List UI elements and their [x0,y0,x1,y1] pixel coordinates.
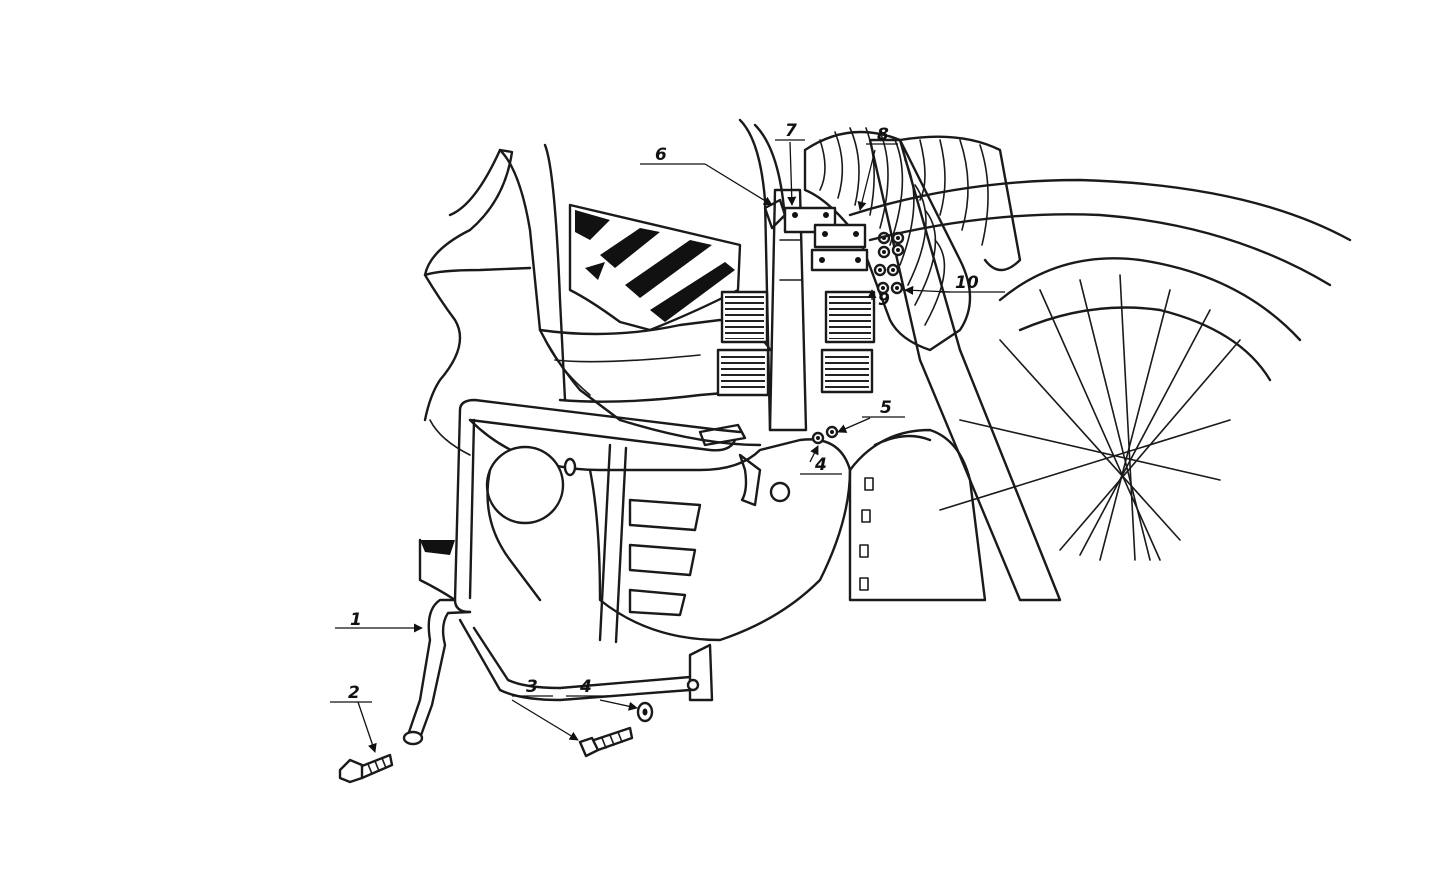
svg-text:3: 3 [526,677,538,697]
intake-hose [803,127,1022,352]
svg-text:2: 2 [348,683,360,703]
callout-1: 1 [335,610,423,633]
callout-9: 9 [867,289,890,310]
mounting-plates [763,198,869,272]
washer-4 [636,701,654,723]
callout-10: 10 [904,273,1005,295]
motorcycle-body [418,118,1352,642]
callout-4-upper: 4 [800,445,842,475]
svg-text:1: 1 [350,610,362,630]
svg-text:5: 5 [880,398,892,418]
svg-text:8: 8 [877,125,889,145]
nuts-group [873,231,905,295]
svg-text:9: 9 [878,290,890,310]
bolt-3 [578,726,634,758]
svg-text:10: 10 [955,273,979,293]
bolt-2 [338,753,394,784]
svg-text:4: 4 [814,455,827,475]
callout-4-lower: 4 [566,677,638,711]
callout-5: 5 [837,398,905,433]
wheel-spokes [939,274,1241,561]
svg-text:6: 6 [655,145,667,165]
callout-7: 7 [775,121,805,206]
callout-2: 2 [330,683,377,753]
crash-bar [402,398,747,746]
callout-6: 6 [640,145,773,206]
callout-3: 3 [511,677,579,741]
callout-8: 8 [857,125,898,211]
svg-text:4: 4 [579,677,592,697]
svg-text:7: 7 [785,121,797,141]
